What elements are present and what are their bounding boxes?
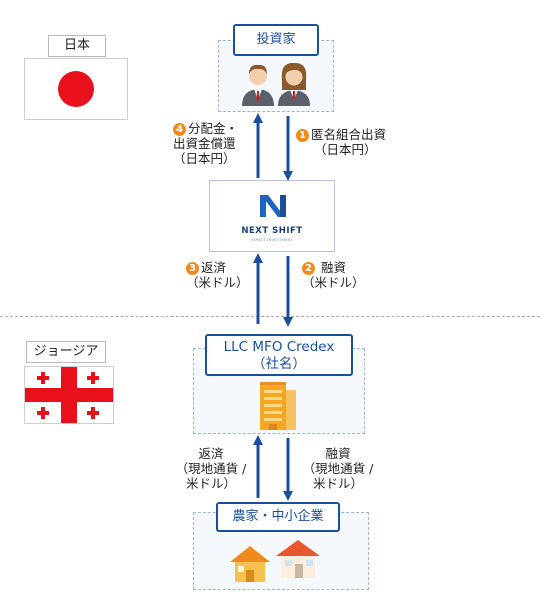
- nextshift-name: NEXT SHIFT: [241, 226, 303, 236]
- flow-investment-currency: （日本円）: [314, 142, 377, 157]
- flow-loan-usd-text: 融資: [320, 260, 346, 275]
- flow-loan-local-currency2: 米ドル）: [312, 476, 363, 491]
- flow-loan-local-label: 融資 （現地通貨 / 米ドル）: [298, 446, 378, 491]
- georgia-flag-cross: [25, 367, 113, 423]
- georgia-label: ジョージア: [26, 341, 106, 363]
- flow-repay-local-currency2: 米ドル）: [185, 476, 236, 491]
- credex-title: LLC MFO Credex （社名）: [205, 334, 353, 376]
- flow-repay-usd-currency: （米ドル）: [186, 275, 249, 290]
- step-badge-3: 3: [186, 262, 199, 275]
- flow-repay-usd-text: 返済: [201, 260, 227, 275]
- japan-label: 日本: [48, 35, 106, 57]
- japan-flag-disc: [58, 71, 94, 107]
- flow-loan-local-text: 融資: [325, 446, 351, 461]
- flow-loan-usd-label: 2 融資 （米ドル）: [302, 260, 365, 290]
- georgia-flag: [24, 366, 114, 424]
- investors-title: 投資家: [233, 24, 319, 56]
- country-separator: [0, 316, 540, 317]
- houses-icon: [230, 540, 320, 582]
- flow-investment-text: 匿名組合出資: [311, 127, 387, 142]
- nextshift-subtitle: IMPACT INVESTMENT: [251, 238, 293, 242]
- step-badge-4: 4: [173, 123, 186, 136]
- flow-repay-local-currency: （現地通貨 /: [175, 461, 247, 476]
- nextshift-box: NEXT SHIFT IMPACT INVESTMENT: [209, 180, 335, 252]
- farmers-title: 農家・中小企業: [216, 502, 340, 532]
- investors-people-icon: [242, 62, 310, 106]
- flow-repay-local-label: 返済 （現地通貨 / 米ドル）: [172, 446, 250, 491]
- flow-loan-local-currency: （現地通貨 /: [302, 461, 374, 476]
- nextshift-logo-icon: [260, 195, 286, 217]
- credex-note: （社名）: [252, 356, 306, 372]
- step-badge-1: 1: [296, 129, 309, 142]
- japan-flag: [24, 58, 128, 120]
- credex-name: LLC MFO Credex: [223, 339, 335, 355]
- step-badge-2: 2: [302, 262, 315, 275]
- building-icon: [260, 382, 296, 430]
- flow-distribution-text2: 出資金償還: [173, 136, 236, 151]
- flow-distribution-currency: （日本円）: [173, 151, 236, 166]
- flow-loan-usd-currency: （米ドル）: [302, 275, 365, 290]
- flow-repay-local-text: 返済: [198, 446, 224, 461]
- flow-distribution-text: 分配金・: [188, 121, 239, 136]
